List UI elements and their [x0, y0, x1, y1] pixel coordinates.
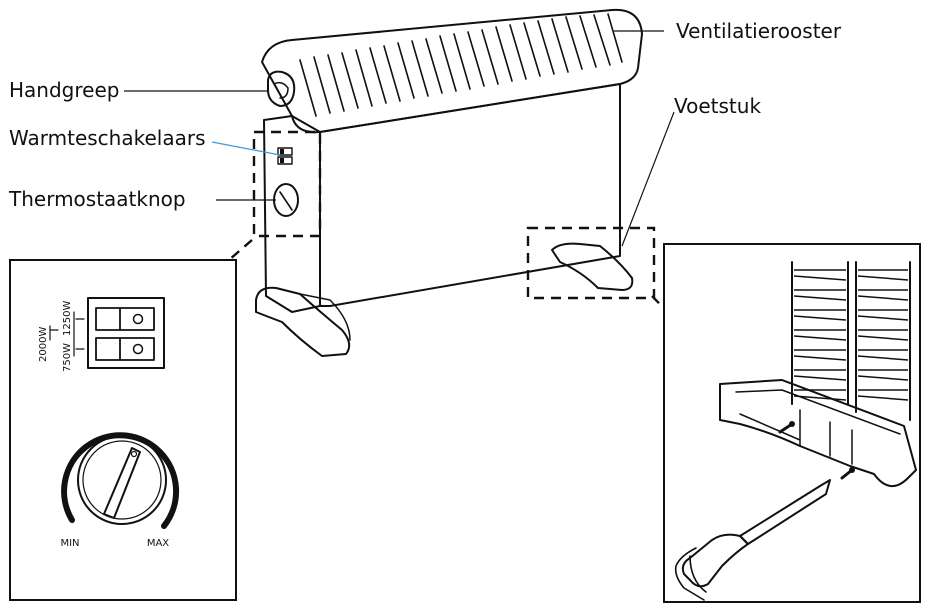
- heat-switches: [277, 147, 293, 165]
- label-ventilation-grille: Ventilatierooster: [676, 19, 842, 43]
- thermostat-dial-detail: MIN MAX: [60, 432, 180, 549]
- thermostat-knob: [273, 183, 299, 217]
- screwdriver: [674, 479, 831, 601]
- power-high-label: 2000W: [38, 327, 49, 362]
- heater-illustration: [255, 8, 643, 357]
- knob-max-label: MAX: [147, 538, 169, 549]
- switch-panel-detail: 2000W 1250W 750W: [38, 297, 165, 372]
- left-foot: [255, 286, 351, 357]
- label-handle: Handgreep: [9, 78, 120, 102]
- power-low-label: 750W: [62, 343, 73, 372]
- louvered-panel: [791, 261, 911, 421]
- callout-markers: [175, 130, 711, 357]
- ventilation-grille: [299, 13, 623, 117]
- leader-lines: [124, 30, 675, 247]
- label-heat-switches: Warmteschakelaars: [9, 126, 206, 150]
- foot-mounting-detail-inset: [663, 243, 921, 603]
- switch-knob-detail-inset: 2000W 1250W 750W MIN MAX: [9, 259, 237, 601]
- label-thermostat-knob: Thermostaatknop: [9, 187, 186, 211]
- knob-min-label: MIN: [60, 538, 79, 549]
- handle: [267, 70, 296, 107]
- label-foot: Voetstuk: [674, 94, 762, 118]
- power-mid-label: 1250W: [62, 301, 73, 336]
- foot-bracket: [719, 379, 917, 487]
- right-foot: [551, 242, 634, 291]
